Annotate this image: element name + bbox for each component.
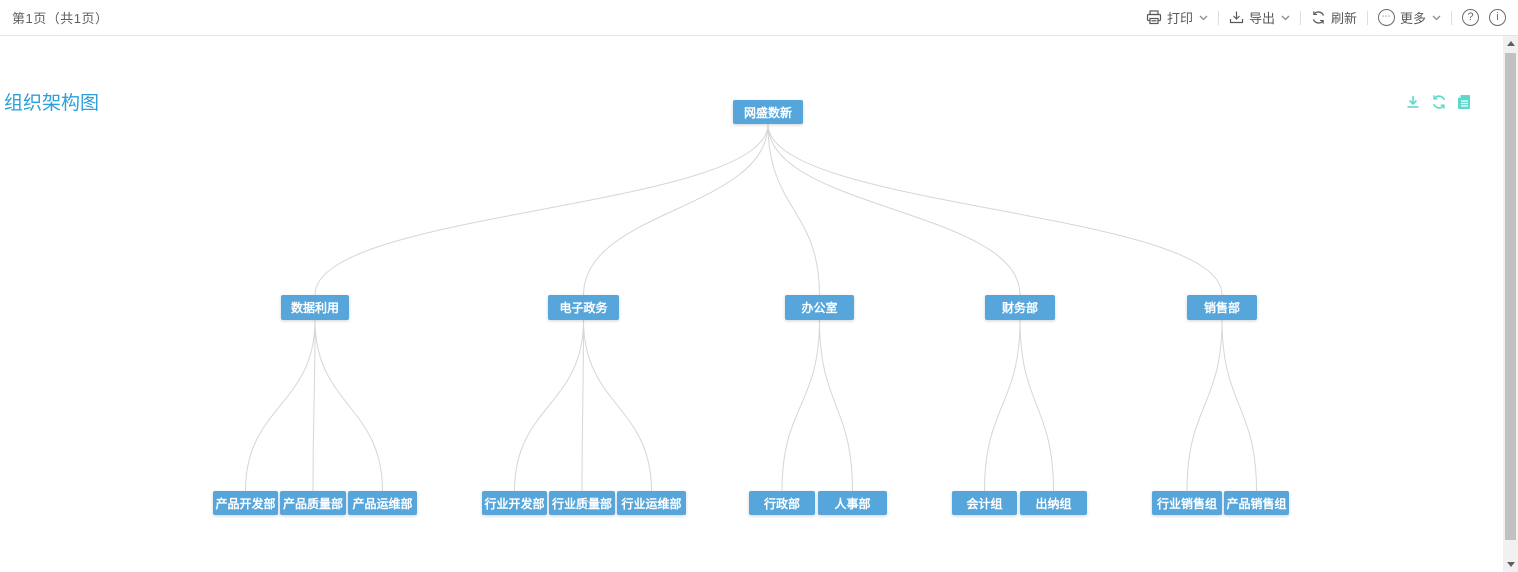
report-canvas: 组织架构图	[0, 36, 1503, 572]
chevron-down-icon	[1199, 15, 1208, 21]
chart-document-icon[interactable]	[1457, 94, 1471, 110]
org-node-n2[interactable]: 电子政务	[548, 295, 619, 320]
org-node-n4[interactable]: 财务部	[985, 295, 1055, 320]
report-toolbar: 第1页（共1页） 打印	[0, 0, 1518, 36]
print-label: 打印	[1166, 11, 1193, 26]
org-node-c11[interactable]: 产品开发部	[213, 491, 278, 515]
org-node-c13[interactable]: 产品运维部	[348, 491, 417, 515]
org-node-c23[interactable]: 行业运维部	[617, 491, 686, 515]
toolbar-separator	[1299, 10, 1301, 25]
toolbar-separator	[1451, 10, 1452, 25]
ellipsis-circle-icon: ⋯	[1377, 9, 1395, 26]
chart-title: 组织架构图	[4, 93, 100, 114]
refresh-icon	[1311, 10, 1326, 25]
chart-action-bar	[1405, 94, 1471, 110]
chart-refresh-icon[interactable]	[1431, 94, 1447, 110]
refresh-button[interactable]: 刷新	[1311, 8, 1357, 27]
org-node-root[interactable]: 网盛数新	[733, 100, 803, 124]
page-indicator: 第1页（共1页）	[12, 11, 109, 26]
more-button[interactable]: ⋯ 更多	[1377, 8, 1441, 27]
chevron-down-icon	[1281, 15, 1290, 21]
chart-download-icon[interactable]	[1405, 94, 1421, 110]
scrollbar-thumb[interactable]	[1505, 53, 1516, 540]
org-node-n3[interactable]: 办公室	[785, 295, 854, 320]
toolbar-separator	[1366, 10, 1368, 25]
chevron-down-icon	[1432, 15, 1441, 21]
org-node-c31[interactable]: 行政部	[749, 491, 815, 515]
org-node-n5[interactable]: 销售部	[1187, 295, 1257, 320]
org-node-c42[interactable]: 出纳组	[1020, 491, 1087, 515]
org-node-c21[interactable]: 行业开发部	[482, 491, 547, 515]
export-label: 导出	[1248, 11, 1275, 26]
printer-icon	[1146, 10, 1162, 25]
help-icon[interactable]: ?	[1462, 9, 1479, 26]
scroll-up-arrow[interactable]	[1503, 36, 1518, 51]
org-node-c41[interactable]: 会计组	[952, 491, 1017, 515]
org-chart-edges	[245, 123, 1257, 492]
print-button[interactable]: 打印	[1146, 8, 1208, 27]
toolbar-separator	[1217, 10, 1219, 25]
org-node-c12[interactable]: 产品质量部	[280, 491, 346, 515]
org-node-c51[interactable]: 行业销售组	[1152, 491, 1222, 515]
org-node-n1[interactable]: 数据利用	[281, 295, 349, 320]
scroll-down-arrow[interactable]	[1503, 557, 1518, 572]
more-label: 更多	[1399, 11, 1426, 26]
info-icon[interactable]: i	[1489, 9, 1506, 26]
org-node-c52[interactable]: 产品销售组	[1224, 491, 1289, 515]
org-node-c32[interactable]: 人事部	[818, 491, 887, 515]
org-node-c22[interactable]: 行业质量部	[549, 491, 615, 515]
export-button[interactable]: 导出	[1229, 8, 1290, 27]
refresh-label: 刷新	[1330, 11, 1357, 26]
download-icon	[1229, 10, 1244, 25]
vertical-scrollbar[interactable]	[1503, 36, 1518, 572]
